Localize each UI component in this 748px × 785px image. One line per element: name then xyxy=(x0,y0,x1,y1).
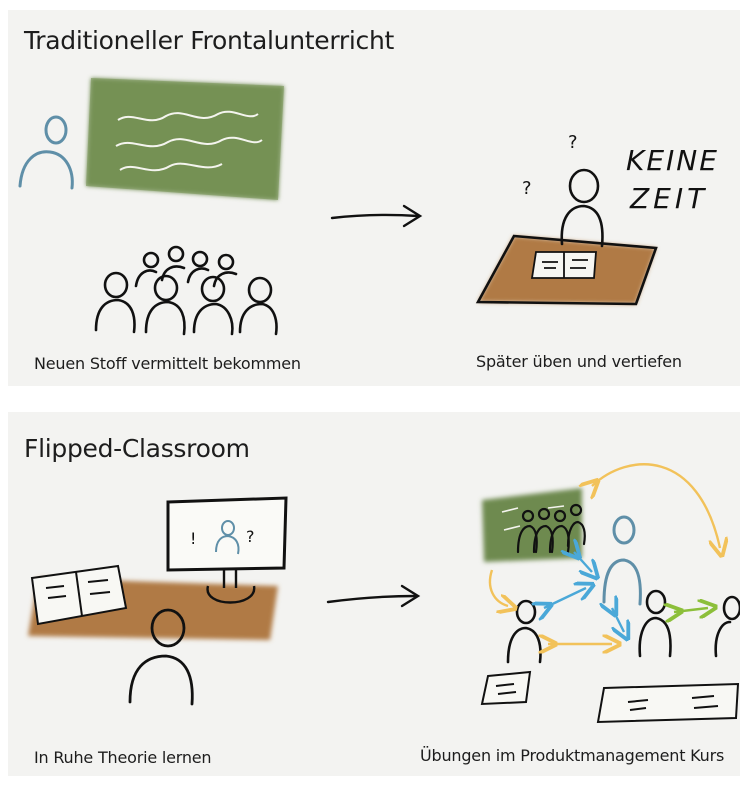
home-study-scene: ! ? xyxy=(28,496,288,706)
caption-exercises-course: Übungen im Produktmanagement Kurs xyxy=(420,746,725,765)
coach-figure xyxy=(602,515,642,606)
handwritten-zeit: ZEIT xyxy=(629,182,708,215)
svg-text:?: ? xyxy=(246,527,255,546)
caption-practice-later: Später üben und vertiefen xyxy=(476,352,682,371)
transition-arrow-bottom xyxy=(326,584,421,608)
open-book xyxy=(30,564,128,626)
caption-learn-theory: In Ruhe Theorie lernen xyxy=(34,748,212,767)
flipped-title: Flipped-Classroom xyxy=(24,434,250,463)
learner-figure xyxy=(128,608,194,706)
students-group xyxy=(94,245,278,336)
student-at-desk: ? ? xyxy=(475,132,658,306)
flipped-illustration: ! ? xyxy=(28,463,740,724)
book-on-desk xyxy=(530,251,597,279)
transition-arrow-top xyxy=(330,204,423,228)
handwritten-keine: KEINE xyxy=(626,144,719,177)
teacher-figure xyxy=(18,115,74,190)
worksheet-left xyxy=(480,670,532,706)
flipped-classroom-panel: Flipped-Classroom ! ? xyxy=(8,412,740,776)
traditional-title: Traditioneller Frontalunterricht xyxy=(24,26,395,55)
caption-new-material: Neuen Stoff vermittelt bekommen xyxy=(34,354,301,373)
svg-text:!: ! xyxy=(190,529,196,548)
video-monitor: ! ? xyxy=(166,496,288,604)
traditional-teaching-panel: Traditioneller Frontalunterricht xyxy=(8,10,740,386)
chalkboard xyxy=(86,78,284,200)
traditional-illustration: ? ? KEINE ZEIT xyxy=(18,78,719,336)
question-mark-1: ? xyxy=(568,132,578,153)
classroom-practice-scene xyxy=(480,463,740,724)
question-mark-2: ? xyxy=(522,178,532,199)
group-table-right xyxy=(596,682,740,724)
